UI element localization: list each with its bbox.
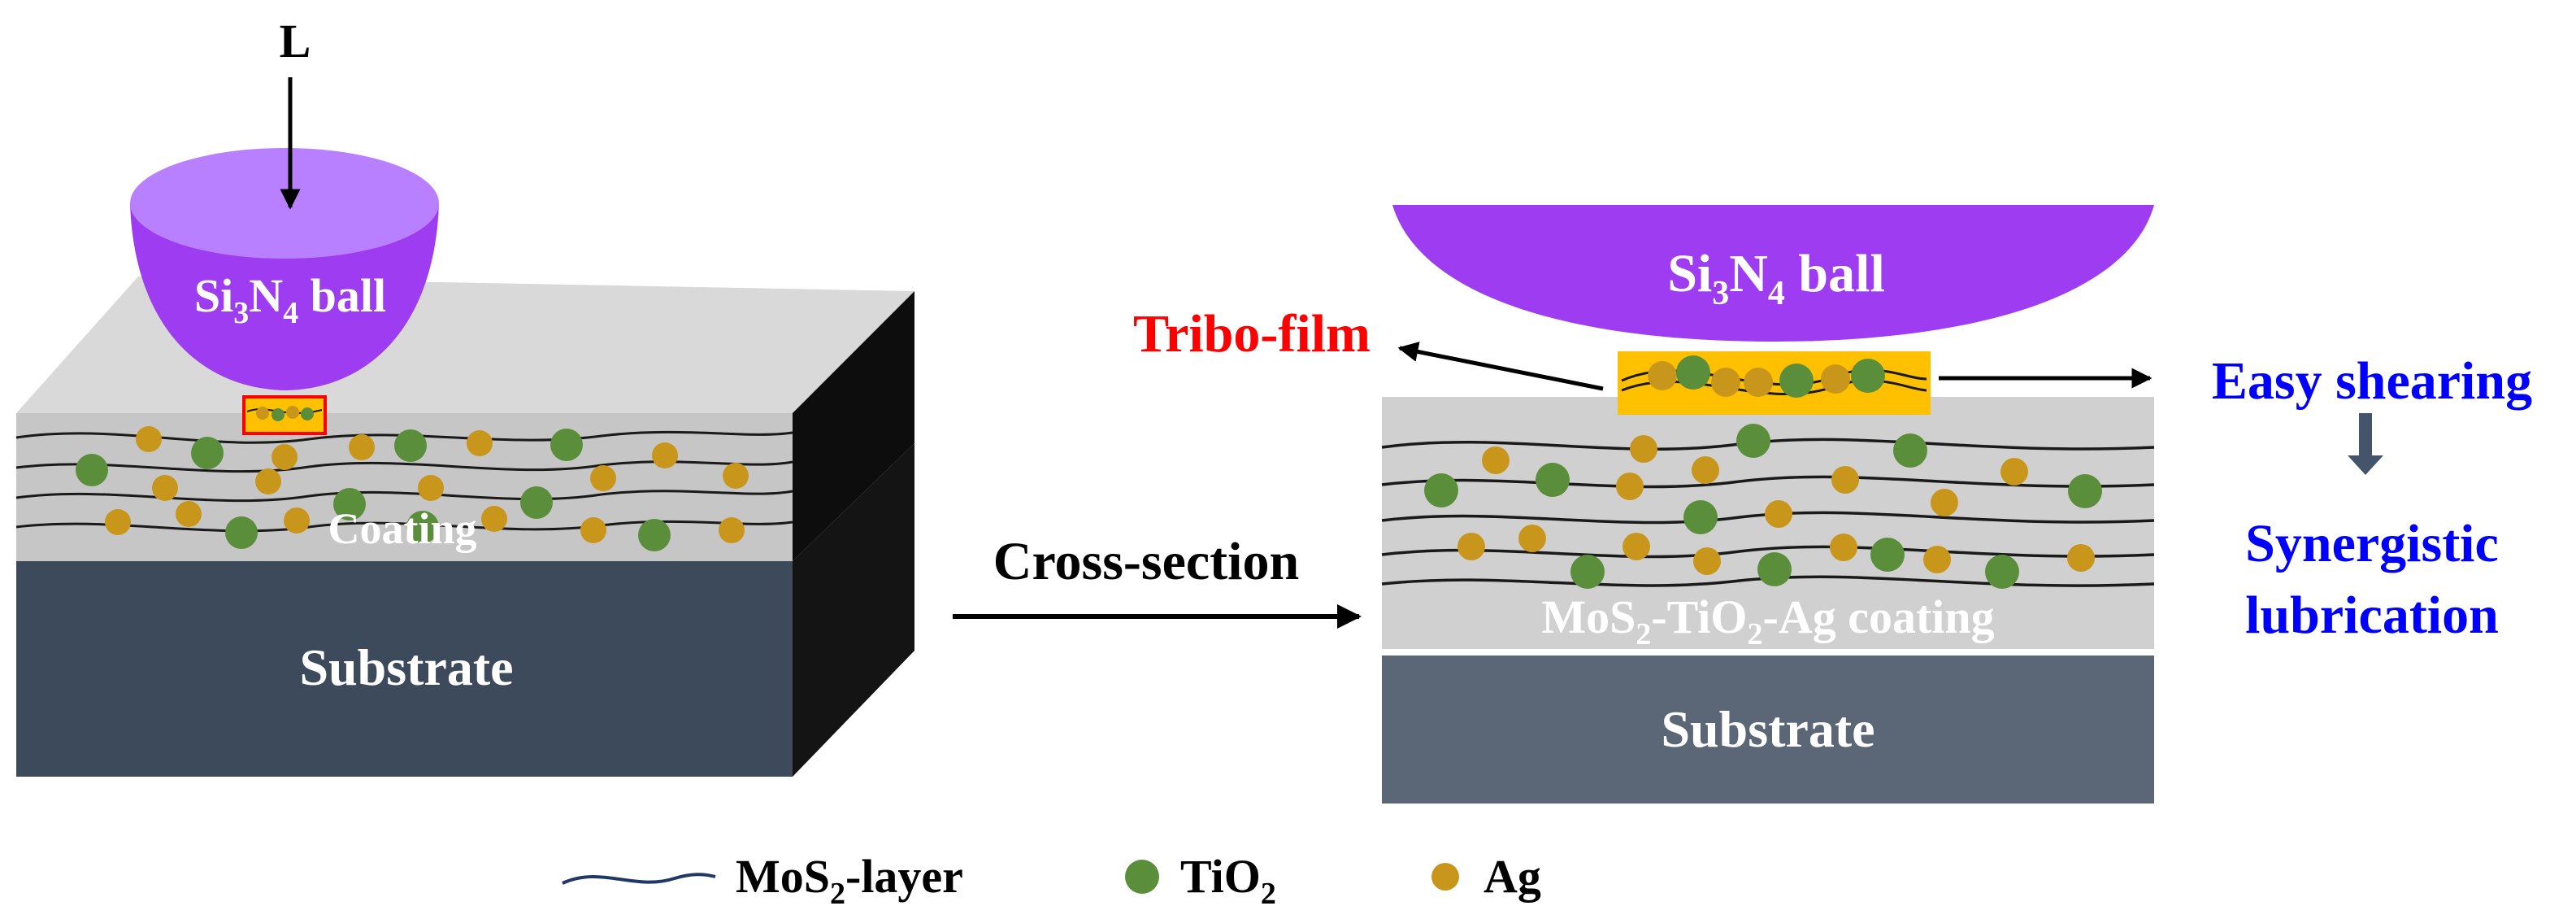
contact-zone-highlight <box>242 395 327 435</box>
right-substrate-label: Substrate <box>1661 700 1874 758</box>
coating-side-face <box>793 291 914 561</box>
left-ball-label: Si3N4 ball <box>194 269 386 330</box>
tribo-film-callout: Tribo-film <box>1133 304 1604 391</box>
easy-shearing-label: Easy shearing <box>2212 351 2532 411</box>
load-label: L <box>280 15 311 68</box>
load-arrow: L <box>280 15 311 210</box>
legend-tio2-swatch <box>1125 860 1159 894</box>
left-ag-particles <box>105 426 749 543</box>
right-ball-label: Si3N4 ball <box>1667 244 1885 312</box>
right-ball: Si3N4 ball <box>1392 205 2154 342</box>
tribo-film-label: Tribo-film <box>1133 304 1371 364</box>
synergistic-label-line1: Synergistic <box>2245 514 2499 573</box>
right-ball-shape <box>1392 205 2154 342</box>
left-block: Coating Substrate <box>15 277 914 777</box>
legend-mos2-swatch <box>562 873 716 885</box>
legend-ag-swatch <box>1431 863 1459 891</box>
right-coating-label: MoS2-TiO2-Ag coating <box>1541 590 1994 651</box>
tribo-film <box>1618 351 1931 415</box>
legend-mos2-label: MoS2-layer <box>736 850 963 911</box>
legend-ag-label: Ag <box>1483 850 1541 903</box>
coating-label: Coating <box>328 504 476 553</box>
legend: MoS2-layer TiO2 Ag <box>562 850 1541 911</box>
substrate-side-face <box>793 443 914 777</box>
synergistic-label-line2: lubrication <box>2245 586 2499 645</box>
easy-shearing-callout: Easy shearing <box>1939 351 2532 411</box>
right-tio2-particles <box>1424 424 2102 589</box>
left-substrate-label: Substrate <box>299 638 513 696</box>
right-substrate <box>1382 655 2154 804</box>
cross-section-arrow: Cross-section <box>953 532 1362 629</box>
right-cross-section: MoS2-TiO2-Ag coating Substrate <box>1381 397 2155 804</box>
cross-section-label: Cross-section <box>993 532 1299 591</box>
substrate-front-face <box>16 561 793 777</box>
left-tio2-particles <box>76 429 671 551</box>
legend-tio2-label: TiO2 <box>1180 850 1276 911</box>
right-ag-particles <box>1457 435 2095 575</box>
left-ball-top <box>130 148 439 259</box>
synergy-arrow <box>2348 413 2383 475</box>
